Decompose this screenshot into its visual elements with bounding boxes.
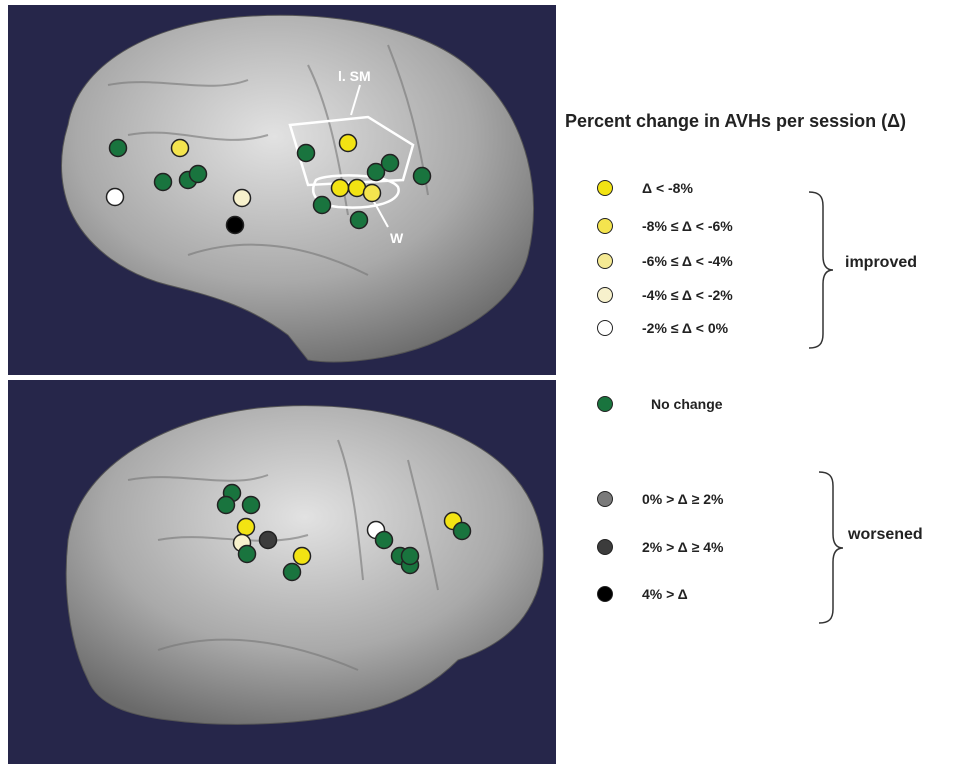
site-dot-no-change <box>380 153 400 173</box>
legend-swatch <box>597 396 613 412</box>
site-dot-yellow <box>292 546 312 566</box>
legend-swatch <box>597 180 613 196</box>
legend-label: 0% > Δ ≥ 2% <box>642 491 724 507</box>
legend-label: 4% > Δ <box>642 586 688 602</box>
site-dot-no-change <box>412 166 432 186</box>
region-label-sm: l. SM <box>338 68 371 84</box>
lateral-brain-panel-bottom <box>8 380 556 764</box>
site-dot-dark-gray <box>258 530 278 550</box>
legend-item-no-change: No change <box>597 393 723 415</box>
legend-item-improved-3: -6% ≤ Δ < -4% <box>597 250 733 272</box>
site-dot-no-change <box>237 544 257 564</box>
legend-swatch <box>597 539 613 555</box>
legend-label: 2% > Δ ≥ 4% <box>642 539 724 555</box>
site-dot-no-change <box>216 495 236 515</box>
legend-item-worsened-3: 4% > Δ <box>597 583 688 605</box>
worsened-label: worsened <box>848 526 923 543</box>
site-dot-no-change <box>296 143 316 163</box>
brain-render-bottom <box>65 405 544 725</box>
region-label-w: W <box>390 230 404 246</box>
legend-swatch <box>597 287 613 303</box>
legend-swatch <box>597 253 613 269</box>
site-dot-yellow <box>338 133 358 153</box>
site-dot-no-change <box>400 546 420 566</box>
lateral-brain-panel-top: l. SM W <box>8 5 556 375</box>
site-dot-no-change <box>188 164 208 184</box>
site-dot-yellow <box>362 183 382 203</box>
legend-swatch <box>597 320 613 336</box>
legend-item-worsened-2: 2% > Δ ≥ 4% <box>597 536 723 558</box>
site-dot-no-change <box>282 562 302 582</box>
improved-brace <box>808 191 834 349</box>
legend-item-improved-4: -4% ≤ Δ < -2% <box>597 284 733 306</box>
site-dot-no-change <box>108 138 128 158</box>
worsened-brace <box>818 471 844 624</box>
legend-label: No change <box>651 396 723 412</box>
site-dot-black <box>225 215 245 235</box>
legend-item-improved-1: Δ < -8% <box>597 177 693 199</box>
site-dot-no-change <box>452 521 472 541</box>
site-dot-yellow <box>170 138 190 158</box>
brain-render-top: l. SM W <box>61 14 535 363</box>
brain-surface <box>61 14 535 363</box>
site-dot-no-change <box>366 162 386 182</box>
legend-swatch <box>597 586 613 602</box>
legend-swatch <box>597 218 613 234</box>
site-dot-no-change <box>241 495 261 515</box>
improved-label: improved <box>845 254 918 271</box>
site-dot-yellow <box>330 178 350 198</box>
legend-title: Percent change in AVHs per session (Δ) <box>565 111 907 131</box>
site-dot-yellow <box>236 517 256 537</box>
site-dot-no-change <box>349 210 369 230</box>
site-dot-no-change <box>374 530 394 550</box>
legend-swatch <box>597 491 613 507</box>
legend-item-worsened-1: 0% > Δ ≥ 2% <box>597 488 723 510</box>
legend-item-improved-2: -8% ≤ Δ < -6% <box>597 215 733 237</box>
site-dot-no-change <box>153 172 173 192</box>
legend-label: -2% ≤ Δ < 0% <box>642 320 729 336</box>
legend-label: Δ < -8% <box>642 180 693 196</box>
site-dot-pale <box>232 188 252 208</box>
legend-label: -4% ≤ Δ < -2% <box>642 287 733 303</box>
site-dot-white <box>105 187 125 207</box>
legend-item-improved-5: -2% ≤ Δ < 0% <box>597 317 728 339</box>
legend-label: -6% ≤ Δ < -4% <box>642 253 733 269</box>
brain-surface <box>65 405 544 725</box>
legend-label: -8% ≤ Δ < -6% <box>642 218 733 234</box>
site-dot-no-change <box>312 195 332 215</box>
